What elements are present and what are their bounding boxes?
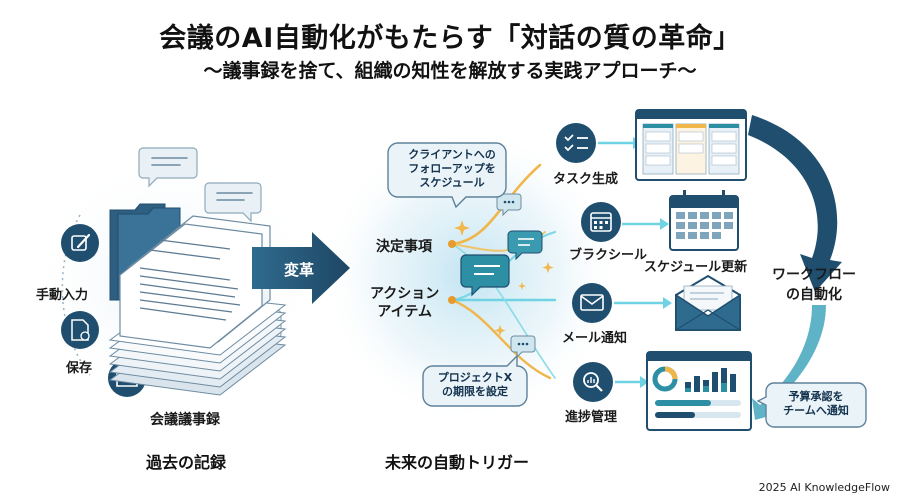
schedule-update-label: スケジュール更新: [644, 260, 748, 275]
calendar-small-icon: [581, 202, 621, 242]
page-subtitle: 〜議事録を捨て、組織の知性を解放する実践アプローチ〜: [203, 60, 697, 82]
workflow-automation-label: ワークフロー の自動化: [772, 265, 856, 305]
action-item-line1: アクション: [370, 286, 440, 302]
past-records-label: 過去の記録: [146, 453, 227, 472]
pencil-icon: [61, 224, 99, 262]
analytics-small-icon: [573, 362, 613, 402]
footer-credit: 2025 AI KnowledgeFlow: [758, 481, 890, 494]
workflow-line1: ワークフロー: [772, 267, 856, 283]
manual-input-label: 手動入力: [36, 288, 89, 303]
chat-bubble-center-icon: [460, 193, 543, 359]
workflow-curve-top: [748, 115, 842, 292]
page-title: 会議のAI自動化がもたらす「対話の質の革命」: [159, 23, 741, 54]
bubble-top-line3: スケジュール: [419, 176, 485, 189]
progress-management-label: 進捗管理: [565, 410, 618, 425]
right-connectors: [598, 141, 663, 384]
dashboard-chart-icon: [646, 351, 752, 431]
future-triggers-label: 未来の自動トリガー: [385, 453, 530, 472]
bubble-bottom-shape: [422, 354, 528, 407]
save-label: 保存: [66, 361, 93, 376]
mail-small-icon: [572, 283, 612, 323]
bubble-top-shape: [387, 142, 507, 209]
flow-nodes: [448, 240, 456, 304]
kanban-board-icon: [635, 109, 747, 181]
bubble-bottom-line1: プロジェクトX: [437, 371, 513, 384]
calendar-label: ブラクシール: [569, 248, 648, 263]
document-check-icon: [61, 311, 99, 349]
calendar-large-icon: [669, 190, 739, 251]
decision-label: 決定事項: [376, 239, 432, 255]
bubble-top-line2: フォローアップを: [408, 162, 496, 175]
budget-bubble-text: 予算承認を チームへ通知: [766, 390, 866, 418]
flow-lines: [450, 163, 557, 380]
checklist-icon: [556, 123, 596, 163]
mail-notification-label: メール通知: [562, 331, 628, 346]
budget-bubble-shape: [756, 382, 867, 428]
task-generation-label: タスク生成: [553, 172, 619, 187]
workflow-line2: の自動化: [786, 287, 842, 303]
workflow-curve-bottom: [752, 305, 826, 420]
minutes-label: 会議議事録: [150, 412, 220, 428]
envelope-large-icon: [675, 274, 741, 331]
transform-arrow: [252, 232, 350, 304]
document-lines: [139, 239, 241, 321]
transform-label: 変革: [284, 261, 315, 279]
bubble-top-text: クライアントへの フォローアップを スケジュール: [398, 148, 506, 190]
bubble-bottom-text: プロジェクトX の期限を設定: [425, 371, 525, 399]
sparkle-icons: [454, 220, 554, 336]
budget-line2: チームへ通知: [783, 404, 849, 417]
bubble-bottom-line2: の期限を設定: [442, 385, 508, 398]
action-item-label: アクション アイテム: [370, 285, 439, 321]
budget-line1: 予算承認を: [788, 390, 844, 403]
document-stack-icon: [108, 215, 287, 396]
action-item-line2: アイテム: [377, 304, 432, 320]
bubble-top-line1: クライアントへの: [408, 148, 496, 161]
